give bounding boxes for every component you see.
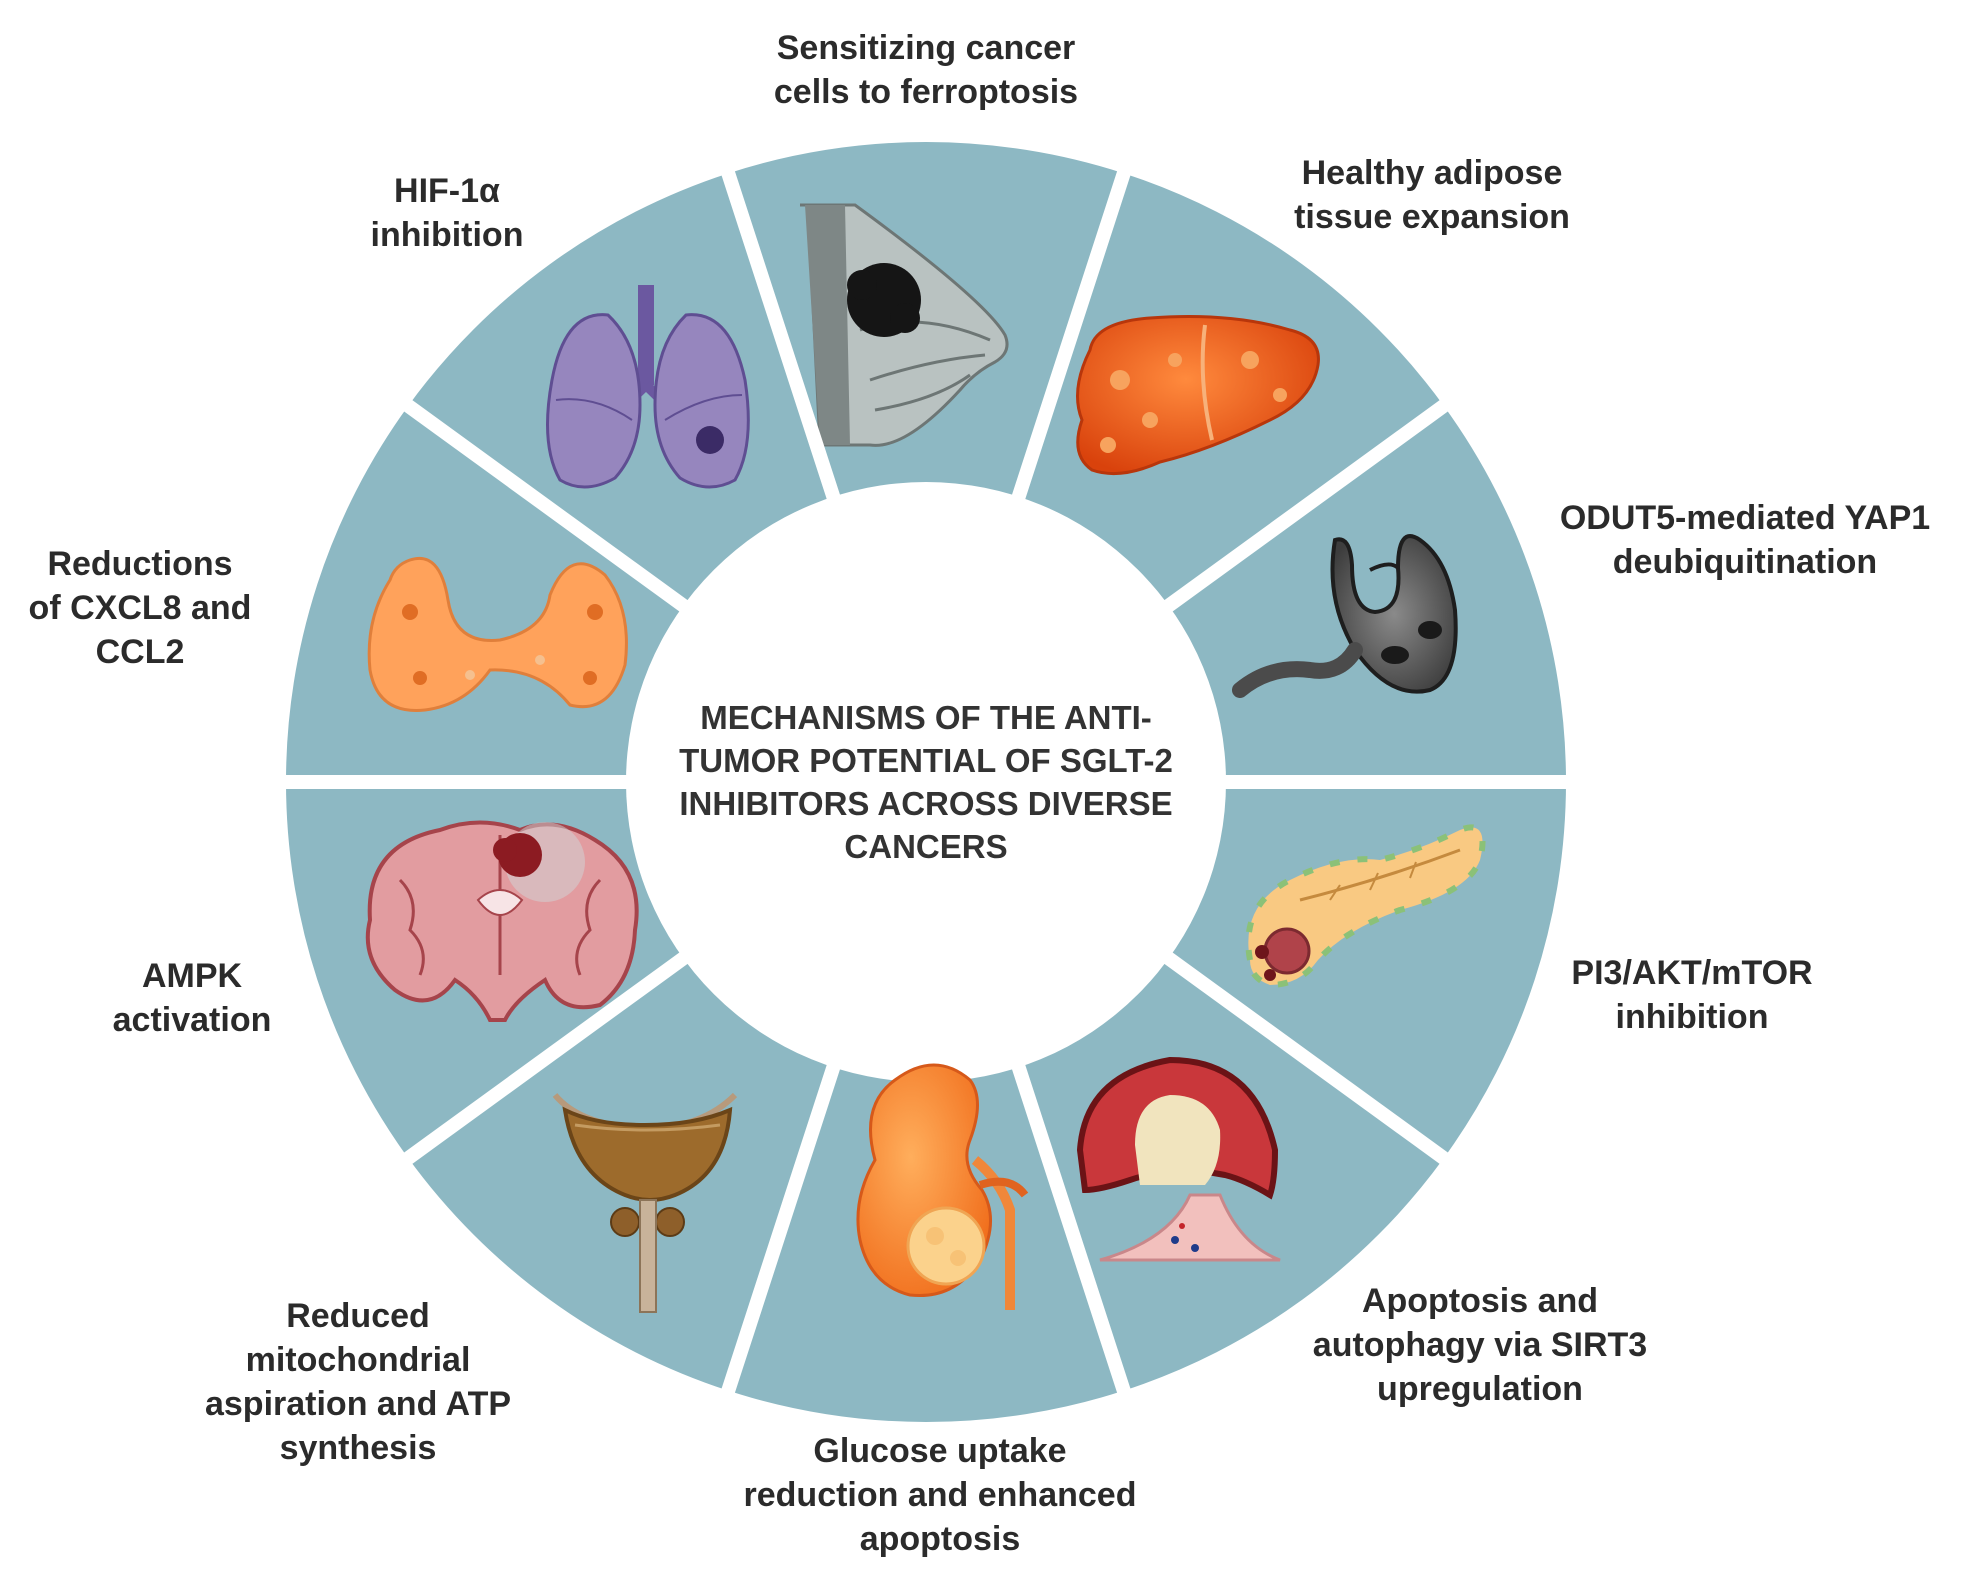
segment-label-bladder-prostate: Reduced mitochondrial aspiration and ATP… xyxy=(204,1297,512,1467)
stomach-icon xyxy=(1232,534,1458,698)
segment-label-lungs: HIF-1α inhibition xyxy=(370,172,524,254)
segment-divider xyxy=(1010,167,1132,505)
center-circle xyxy=(626,482,1226,1082)
segment-label-skin-tumor: Apoptosis and autophagy via SIRT3 upregu… xyxy=(1312,1282,1648,1408)
segment-divider xyxy=(1159,397,1452,615)
segment-label-pancreas: PI3/AKT/mTOR inhibition xyxy=(1571,954,1813,1036)
segment-label-kidney: Glucose uptake reduction and enhanced ap… xyxy=(743,1432,1137,1558)
segment-divider xyxy=(400,397,693,615)
segment-label-brain: AMPK activation xyxy=(112,957,272,1039)
segment-label-stomach: ODUT5-mediated YAP1 deubiquitination xyxy=(1559,499,1931,581)
segment-divider xyxy=(1010,1059,1132,1397)
segment-stomach xyxy=(1167,405,1566,782)
segment-label-liver: Healthy adipose tissue expansion xyxy=(1294,154,1570,236)
segment-divider xyxy=(720,167,842,505)
kidney-icon xyxy=(856,1063,1029,1310)
segment-label-breast: Sensitizing cancer cells to ferroptosis xyxy=(773,29,1079,111)
segment-divider xyxy=(720,1059,842,1397)
breast-icon xyxy=(800,203,1009,447)
liver-icon xyxy=(1076,315,1320,476)
center-title: MECHANISMS OF THE ANTI- TUMOR POTENTIAL … xyxy=(679,699,1173,865)
skin-tumor-icon xyxy=(1076,1056,1281,1262)
lungs-icon xyxy=(546,285,750,489)
brain-icon xyxy=(365,820,639,1022)
bladder-prostate-icon xyxy=(552,1092,738,1313)
segment-divider xyxy=(400,949,693,1167)
thyroid-icon xyxy=(367,557,628,712)
segment-label-thyroid: Reductions of CXCL8 and CCL2 xyxy=(28,545,252,671)
segment-divider xyxy=(1159,949,1452,1167)
pancreas-icon xyxy=(1245,824,1486,989)
